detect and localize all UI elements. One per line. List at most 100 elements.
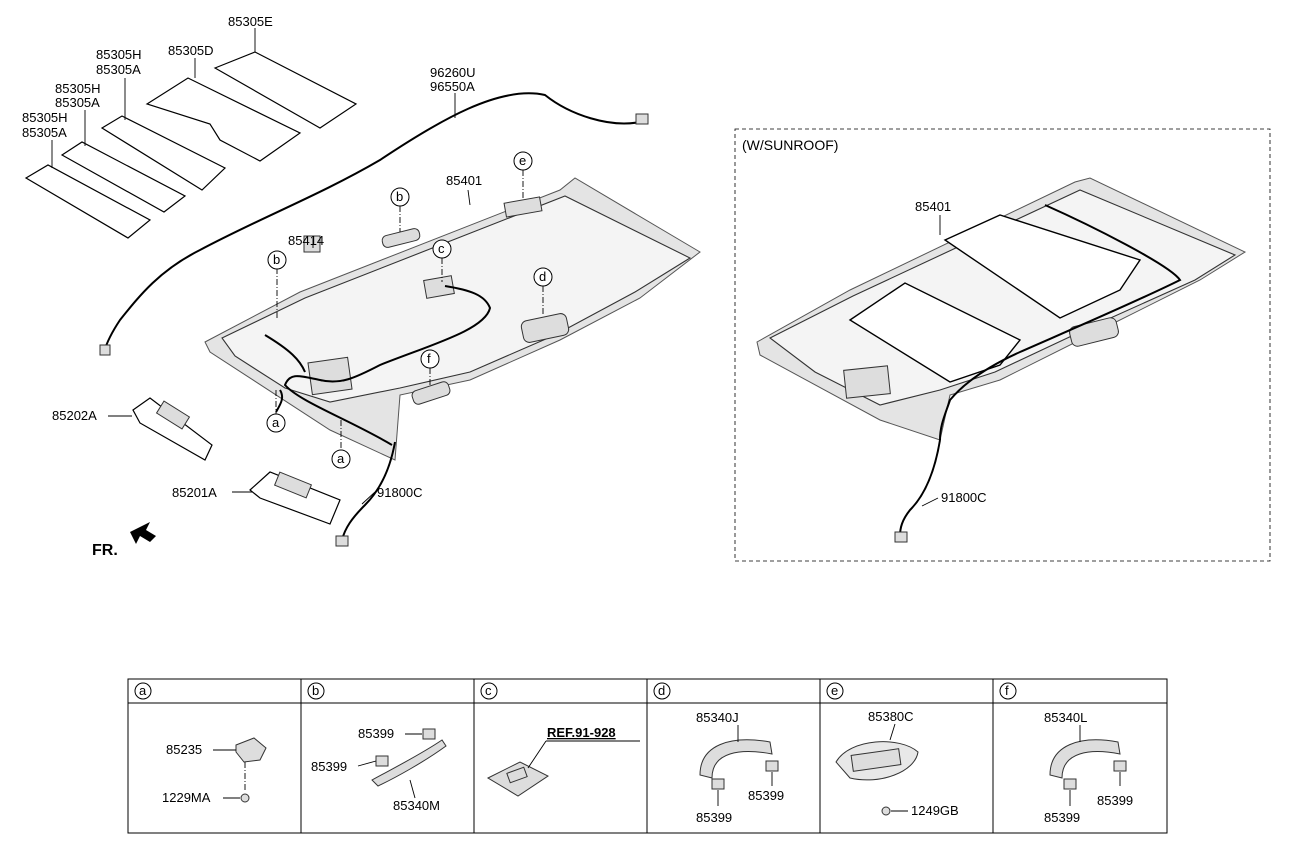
table-header-c-circle <box>480 682 498 700</box>
clip-85399-d-right <box>765 760 779 772</box>
callout-b-1-text: b <box>396 189 403 204</box>
table-header-a: a <box>139 683 147 698</box>
main-leader-lines <box>51 28 544 505</box>
cell-d-85399-right: 85399 <box>748 788 784 803</box>
callout-c-text: c <box>438 241 445 256</box>
pad-85305A-mid <box>60 141 187 213</box>
label-85305H-3: 85305H <box>22 110 68 125</box>
screw-1229MA <box>240 793 250 803</box>
clip-85399-f-left <box>1063 778 1077 790</box>
cell-d-85399-left: 85399 <box>696 810 732 825</box>
table-header-e-circle <box>826 682 844 700</box>
clip-85399-d-left <box>711 778 725 790</box>
room-lamp-c <box>423 275 455 299</box>
headliner-85401 <box>204 177 701 547</box>
harness-96260U <box>99 92 649 356</box>
callout-e-text: e <box>519 153 526 168</box>
headliner-wire-lower <box>264 334 306 413</box>
label-96550A: 96550A <box>430 79 475 94</box>
cell-a-1229MA: 1229MA <box>162 790 211 805</box>
front-arrow-icon <box>130 522 156 544</box>
cell-f-85340L: 85340L <box>1044 710 1087 725</box>
label-85305E: 85305E <box>228 14 273 29</box>
assist-handle-f-mount <box>411 381 451 405</box>
screw-1249GB <box>881 806 891 816</box>
wire-91800C <box>341 441 396 541</box>
cell-e-85380C: 85380C <box>868 709 914 724</box>
sunroof-variant-frame <box>734 128 1271 562</box>
assist-handle-85340L <box>1049 739 1121 779</box>
sunroof-variant: (W/SUNROOF) 85401 91800C <box>734 128 1271 562</box>
label-91800C: 91800C <box>377 485 423 500</box>
headliner-wire-loop <box>283 285 492 446</box>
sunroof-variant-title: (W/SUNROOF) <box>742 137 838 153</box>
callout-f-text: f <box>427 351 431 366</box>
sun-visor-85201A <box>249 471 341 525</box>
label-85401: 85401 <box>446 173 482 188</box>
pad-85305E <box>213 51 358 129</box>
harness-96260U-connector-end <box>635 113 649 125</box>
sunroof-wire-91800C <box>899 439 941 537</box>
label-85202A: 85202A <box>52 408 97 423</box>
front-label: FR. <box>92 542 118 559</box>
sunroof-console-cutout <box>843 365 891 399</box>
label-96260U: 96260U <box>430 65 476 80</box>
table-header-b: b <box>312 683 319 698</box>
callout-b-1 <box>390 187 410 207</box>
bracket-85235 <box>235 737 267 763</box>
cell-f-85399-left: 85399 <box>1044 810 1080 825</box>
callout-a-1-text: a <box>272 415 280 430</box>
table-header-a-circle <box>134 682 152 700</box>
assist-handle-d-mount <box>520 313 570 343</box>
callout-e <box>513 151 533 171</box>
assist-handle-b-mount <box>381 228 421 248</box>
assist-handle-85340M <box>371 739 447 787</box>
label-85201A: 85201A <box>172 485 217 500</box>
table-header-d: d <box>658 683 665 698</box>
harness-96260U-wire <box>103 92 641 353</box>
pad-85305A-upper <box>100 115 227 191</box>
label-85305A-3: 85305A <box>22 125 67 140</box>
label-85305H-2: 85305H <box>55 81 101 96</box>
label-85414: 85414 <box>288 233 324 248</box>
cell-a-85235: 85235 <box>166 742 202 757</box>
sunroof-label-85401: 85401 <box>915 199 951 214</box>
sun-visor-85202A-mirror <box>155 400 191 430</box>
cell-f-85399-right: 85399 <box>1097 793 1133 808</box>
label-85305A-1: 85305A <box>96 62 141 77</box>
callout-b-2 <box>267 250 287 270</box>
pad-85305D <box>145 77 302 162</box>
cell-b-85399-left: 85399 <box>311 759 347 774</box>
cell-b-85340M: 85340M <box>393 798 440 813</box>
harness-96260U-connector-start <box>99 344 111 356</box>
detail-table: a b c d e f 85235 1229MA 85399 85399 853… <box>127 678 1168 834</box>
table-header-d-circle <box>653 682 671 700</box>
cell-d-85340J: 85340J <box>696 710 739 725</box>
pad-85305A-lower <box>24 164 152 239</box>
connector-91800C <box>335 535 349 547</box>
table-header-f-circle <box>999 682 1017 700</box>
cell-b-85399-top: 85399 <box>358 726 394 741</box>
sunroof-label-91800C: 91800C <box>941 490 987 505</box>
table-header-f: f <box>1005 683 1009 698</box>
callout-c <box>432 239 452 259</box>
label-85305A-2: 85305A <box>55 95 100 110</box>
overhead-console-cutout <box>307 356 353 396</box>
callout-a-2-text: a <box>337 451 345 466</box>
cell-e-1249GB: 1249GB <box>911 803 959 818</box>
sunroof-headliner-wire <box>939 204 1182 441</box>
cell-c-ref: REF.91-928 <box>547 725 616 740</box>
label-85305D: 85305D <box>168 43 214 58</box>
table-header-e: e <box>831 683 838 698</box>
sensor-85414 <box>303 235 321 253</box>
callout-b-2-text: b <box>273 252 280 267</box>
clip-85399-f-right <box>1113 760 1127 772</box>
insulation-pads <box>24 51 358 239</box>
assist-handle-85340J <box>699 739 773 779</box>
sunroof-opening-front <box>848 282 1022 383</box>
callout-f <box>420 349 440 369</box>
callout-a-1 <box>266 413 286 433</box>
label-85305H-1: 85305H <box>96 47 142 62</box>
clip-85399-left <box>375 755 389 767</box>
